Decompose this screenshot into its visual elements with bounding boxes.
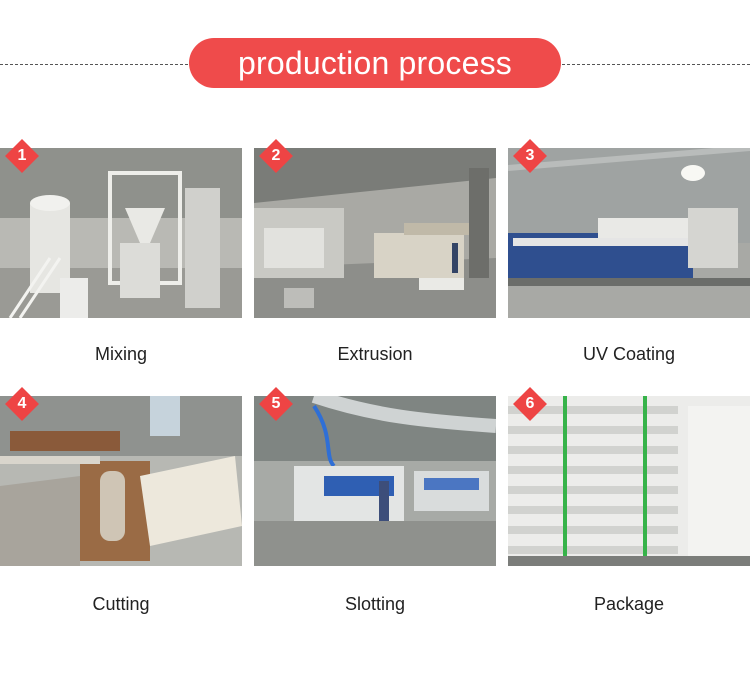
photo-cutting (0, 396, 242, 566)
dashed-divider-right (562, 64, 750, 65)
step-label: UV Coating (582, 344, 676, 364)
photo-slotting (254, 396, 496, 566)
step-badge: 6 (512, 386, 548, 422)
step-label: Mixing (94, 344, 147, 364)
step-badge: 4 (4, 386, 40, 422)
dashed-divider-left (0, 64, 188, 65)
step-badge: 3 (512, 138, 548, 174)
step-label: Slotting (344, 594, 406, 614)
photo-mixing (0, 148, 242, 318)
photo-extrusion (254, 148, 496, 318)
step-label: Package (593, 594, 665, 614)
page-title: production process (189, 38, 561, 88)
step-badge: 1 (4, 138, 40, 174)
step-label: Extrusion (337, 344, 413, 364)
step-label: Cutting (92, 594, 150, 614)
photo-package (508, 396, 750, 566)
step-badge: 2 (258, 138, 294, 174)
photo-uv-coating (508, 148, 750, 318)
step-badge: 5 (258, 386, 294, 422)
